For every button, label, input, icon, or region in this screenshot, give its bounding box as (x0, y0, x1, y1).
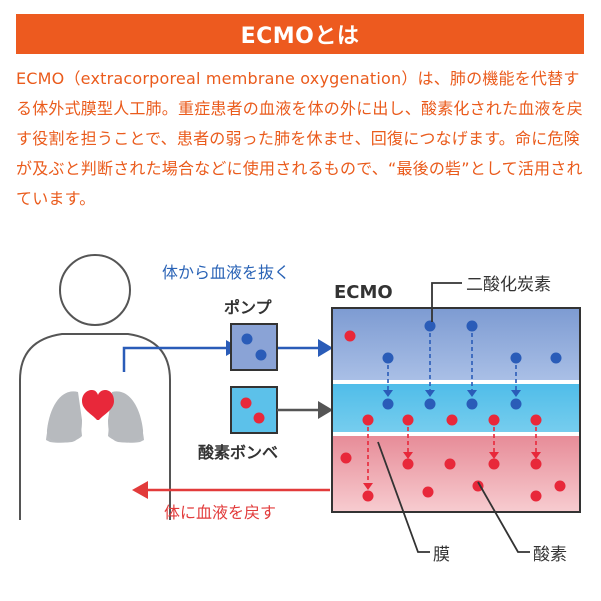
oxygen-molecules (340, 330, 566, 502)
lungs-icon (46, 391, 144, 443)
co2-label: 二酸化炭素 (466, 275, 551, 295)
oxygen-supply-arrow (277, 401, 333, 419)
oxygen-arrowheads (363, 452, 541, 490)
membrane-label: 膜 (433, 545, 450, 565)
oxygen-tank-box (230, 386, 278, 434)
pump-box (230, 323, 278, 371)
pump-label: ポンプ (224, 298, 273, 317)
page-title: ECMOとは (240, 24, 360, 49)
oxygen-flow-arrows (367, 427, 537, 485)
person-silhouette-icon (19, 254, 171, 520)
oxygen-tank-label: 酸素ボンベ (198, 443, 278, 462)
ecmo-chamber (331, 307, 581, 513)
heart-icon (82, 390, 114, 420)
co2-arrowheads (383, 390, 521, 397)
co2-molecules (382, 320, 562, 410)
blood-return-label: 体に血液を戻す (164, 503, 276, 522)
title-banner: ECMOとは (16, 14, 584, 54)
blood-out-label: 体から血液を抜く (162, 263, 290, 282)
oxygen-label: 酸素 (533, 545, 567, 565)
intro-paragraph: ECMO（extracorporeal membrane oxygenation… (16, 69, 584, 208)
co2-flow-arrows (387, 333, 517, 392)
callout-lines (377, 282, 530, 553)
blood-return-arrow (132, 481, 330, 499)
ecmo-label: ECMO (334, 282, 393, 303)
